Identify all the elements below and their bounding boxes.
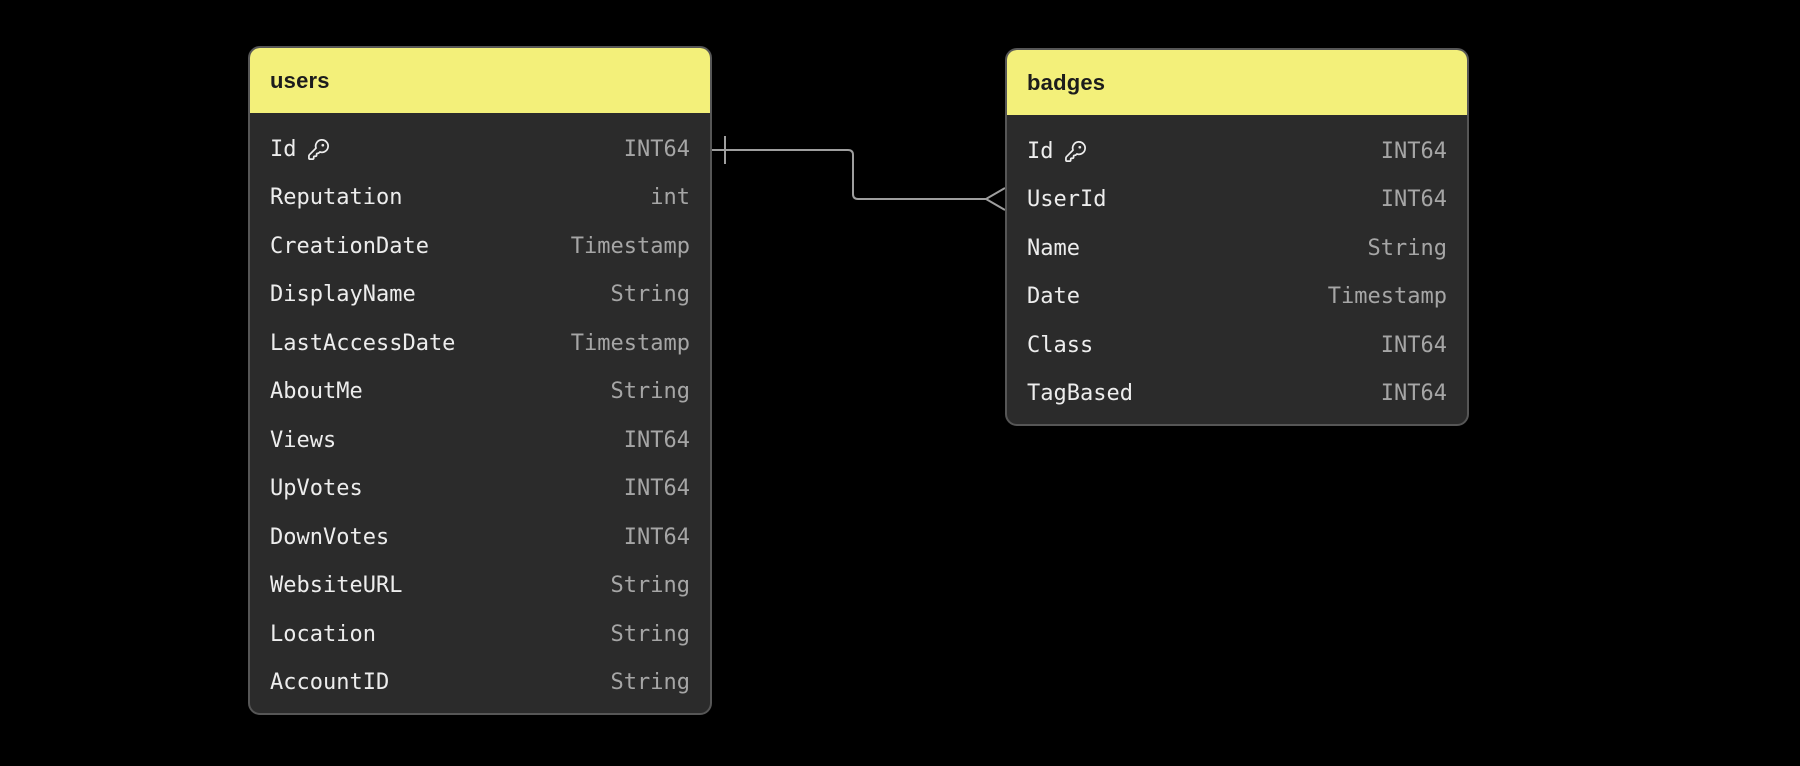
field-row[interactable]: Id INT64 (250, 125, 710, 174)
field-row[interactable]: AboutMe String (250, 368, 710, 417)
field-name: Id (1027, 139, 1087, 164)
field-row[interactable]: Location String (250, 610, 710, 659)
field-row[interactable]: CreationDate Timestamp (250, 222, 710, 271)
field-name: Views (270, 427, 337, 453)
table-title: users (270, 67, 330, 93)
field-type: String (610, 670, 690, 696)
field-type: INT64 (623, 136, 690, 162)
field-name: Class (1027, 332, 1094, 358)
field-name: TagBased (1027, 381, 1133, 407)
field-type: INT64 (623, 476, 690, 502)
table-header-badges[interactable]: badges (1007, 50, 1467, 115)
field-name: Name (1027, 235, 1080, 261)
field-type: int (650, 185, 690, 211)
field-row[interactable]: Class INT64 (1007, 321, 1467, 370)
field-name: Id (270, 137, 330, 162)
field-type: Timestamp (570, 330, 690, 356)
field-type: String (1367, 235, 1447, 261)
field-type: INT64 (623, 427, 690, 453)
field-row[interactable]: UserId INT64 (1007, 176, 1467, 225)
field-name: AccountID (270, 670, 390, 696)
field-name: Reputation (270, 185, 403, 211)
field-name: WebsiteURL (270, 573, 403, 599)
field-type: Timestamp (570, 233, 690, 259)
relationship-line[interactable] (712, 149, 986, 200)
field-name: LastAccessDate (270, 330, 456, 356)
field-type: String (610, 573, 690, 599)
field-row[interactable]: TagBased INT64 (1007, 370, 1467, 419)
field-name: AboutMe (270, 379, 363, 405)
field-row[interactable]: DisplayName String (250, 271, 710, 320)
field-row[interactable]: UpVotes INT64 (250, 465, 710, 514)
table-title: badges (1027, 69, 1106, 95)
field-type: INT64 (1380, 332, 1447, 358)
table-header-users[interactable]: users (250, 48, 710, 113)
field-name: Date (1027, 284, 1080, 310)
field-name: UserId (1027, 187, 1107, 213)
cardinality-many-crowfoot (984, 187, 1006, 211)
field-row[interactable]: Id INT64 (1007, 127, 1467, 176)
key-round-icon (307, 138, 330, 161)
field-name: DownVotes (270, 524, 390, 550)
field-row[interactable]: LastAccessDate Timestamp (250, 319, 710, 368)
key-round-icon (1064, 140, 1087, 163)
field-row[interactable]: Name String (1007, 224, 1467, 273)
field-row[interactable]: AccountID String (250, 659, 710, 708)
field-type: INT64 (623, 524, 690, 550)
field-type: String (610, 621, 690, 647)
field-type: INT64 (1380, 138, 1447, 164)
field-name: Location (270, 621, 376, 647)
field-row[interactable]: Views INT64 (250, 416, 710, 465)
field-type: String (610, 379, 690, 405)
field-row[interactable]: WebsiteURL String (250, 562, 710, 611)
field-row[interactable]: DownVotes INT64 (250, 513, 710, 562)
field-name: CreationDate (270, 233, 429, 259)
field-type: Timestamp (1327, 284, 1447, 310)
field-name: DisplayName (270, 282, 416, 308)
field-name: UpVotes (270, 476, 363, 502)
field-type: INT64 (1380, 381, 1447, 407)
field-row[interactable]: Reputation int (250, 174, 710, 223)
field-row[interactable]: Date Timestamp (1007, 273, 1467, 322)
field-type: INT64 (1380, 187, 1447, 213)
field-type: String (610, 282, 690, 308)
